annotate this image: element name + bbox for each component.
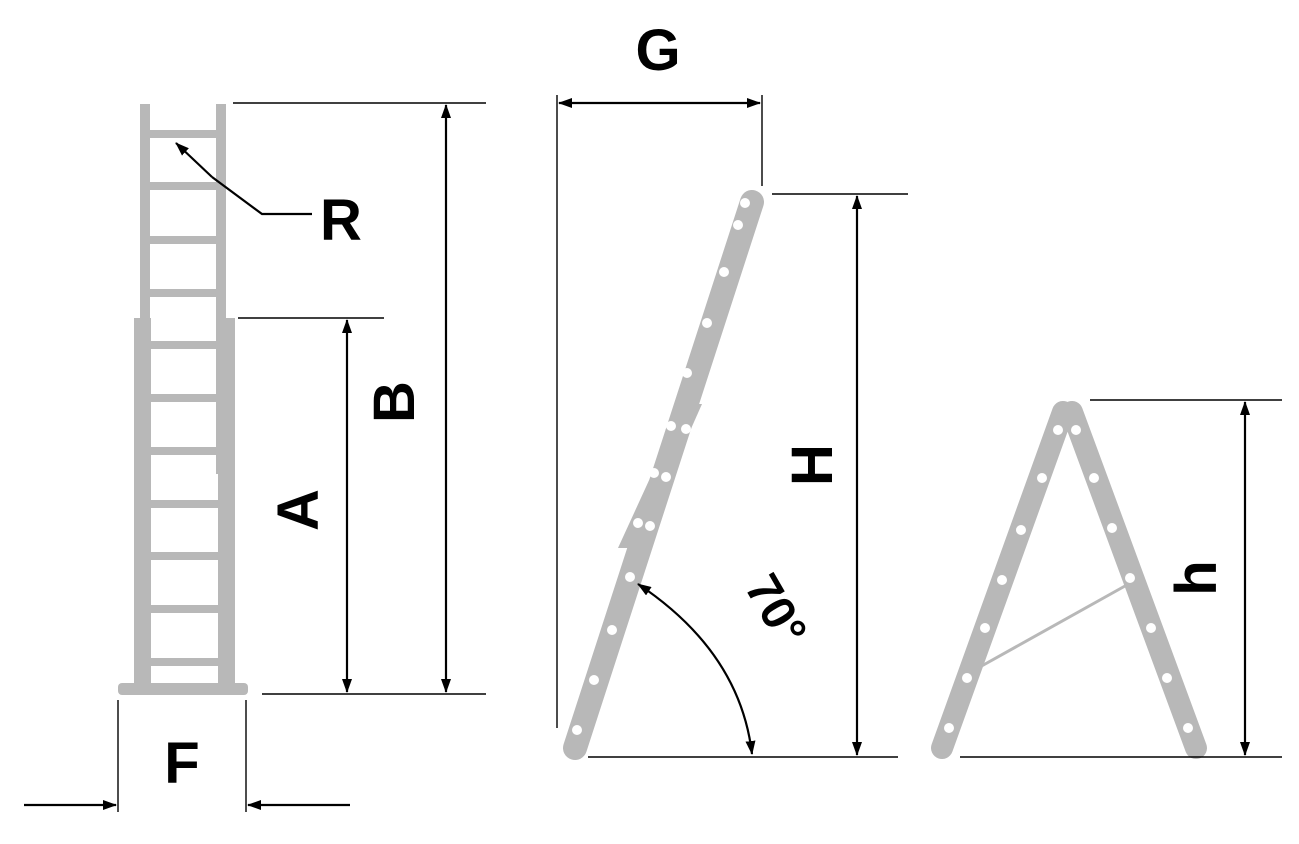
label-H: H <box>780 444 845 486</box>
a-frame-holes <box>944 425 1193 733</box>
ladder-base-foot <box>118 683 248 695</box>
rail-holes <box>572 198 750 735</box>
label-R: R <box>320 188 362 253</box>
label-G: G <box>635 18 680 83</box>
rung-pointer-R <box>175 142 312 216</box>
spreader-bar <box>977 584 1126 670</box>
ladder-rungs <box>140 130 226 666</box>
front-view-ladder <box>118 104 248 695</box>
a-frame-stepladder <box>931 401 1207 759</box>
label-B: B <box>362 381 427 423</box>
label-h: h <box>1164 560 1229 595</box>
leaning-ladder-side-view <box>563 190 764 760</box>
label-F: F <box>164 731 199 796</box>
label-A: A <box>266 489 331 531</box>
angle-arc-70 <box>637 583 756 755</box>
label-angle: 70° <box>734 566 816 655</box>
